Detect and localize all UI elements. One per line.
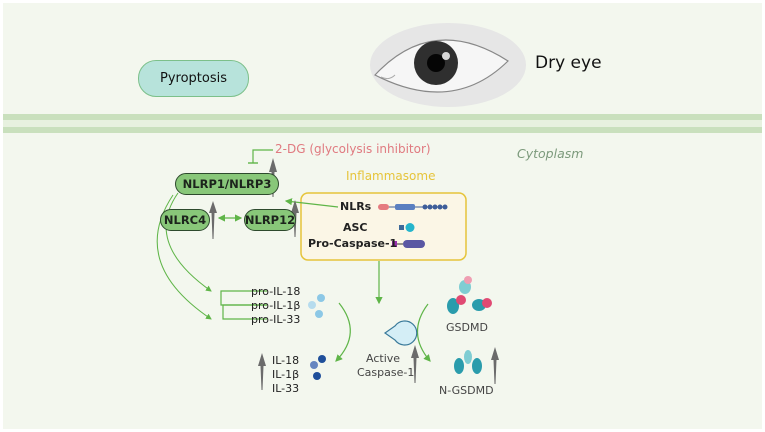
active-caspase-icon — [383, 320, 418, 346]
pro-il-18-label: pro-IL-18 — [251, 285, 301, 298]
arrow-gsdmd-cleavage — [416, 303, 431, 362]
cytoplasm-label: Cytoplasm — [517, 146, 584, 161]
inflammasome-title: Inflammasome — [346, 169, 436, 183]
gsdmd-label: GSDMD — [446, 321, 488, 334]
arrow-cytokine-maturation — [335, 302, 351, 362]
nlrp1-nlrp3-pill: NLRP1/NLRP3 — [175, 173, 279, 195]
membrane-gap — [3, 120, 762, 127]
eye-icon — [370, 23, 526, 107]
up-arrow-n-gsdmd — [491, 347, 499, 384]
diagram-canvas: Pyroptosis — [3, 3, 762, 429]
pro-cytokine-dots — [308, 294, 325, 318]
nlrp12-label: NLRP12 — [244, 213, 296, 227]
diagram-graphics — [3, 23, 762, 390]
arrow-to-pro-il18 — [165, 192, 212, 292]
pyroptosis-label: Pyroptosis — [159, 71, 227, 86]
nlrc4-pill: NLRC4 — [160, 209, 210, 231]
component-nlrs: NLRs — [340, 200, 372, 213]
bracket-bottom — [222, 304, 267, 320]
il-33-label: IL-33 — [272, 382, 300, 395]
gsdmd-icon — [447, 276, 492, 314]
pro-il-33-label: pro-IL-33 — [251, 313, 301, 326]
inhibitor-label: 2-DG (glycolysis inhibitor) — [275, 142, 431, 156]
membrane-band-top — [3, 114, 762, 120]
inhibitor-line — [252, 149, 273, 163]
cytokine-dots — [310, 355, 326, 380]
pro-caspase-icon — [392, 240, 425, 248]
il-18-label: IL-18 — [272, 354, 300, 367]
active-label: Active — [366, 352, 401, 365]
up-arrow-nlrc4 — [209, 201, 217, 239]
nlrc4-label: NLRC4 — [163, 213, 207, 227]
membrane-band-bottom — [3, 127, 762, 133]
nlr-domain-icon — [378, 204, 448, 210]
up-arrow-cytokines — [258, 353, 266, 390]
n-gsdmd-icon — [454, 350, 482, 374]
n-gsdmd-label: N-GSDMD — [439, 384, 494, 397]
caspase-1-label: Caspase-1 — [357, 366, 415, 379]
asc-icon — [399, 223, 415, 232]
pro-il-1b-label: pro-IL-1β — [251, 299, 301, 312]
il-1b-label: IL-1β — [272, 368, 300, 381]
pyroptosis-badge: Pyroptosis — [138, 60, 249, 97]
up-arrow-caspase — [411, 345, 419, 383]
nlrp1-nlrp3-label: NLRP1/NLRP3 — [182, 177, 272, 191]
dry-eye-title: Dry eye — [535, 53, 602, 73]
nlrp12-pill: NLRP12 — [244, 209, 296, 231]
component-pro-caspase-1: Pro-Caspase-1 — [308, 237, 398, 250]
component-asc: ASC — [343, 221, 368, 234]
